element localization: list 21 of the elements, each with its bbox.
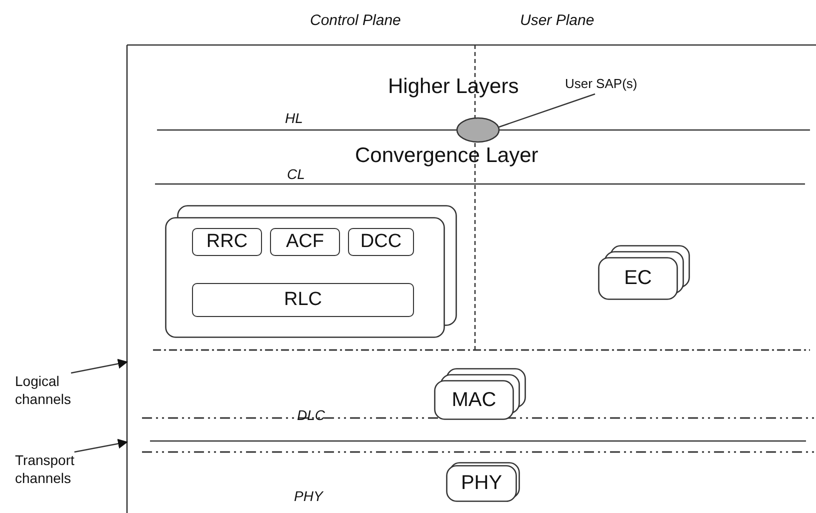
callout-label: User SAP(s) bbox=[565, 76, 647, 94]
plane-heading: Control Plane bbox=[310, 12, 401, 29]
layer-name: Convergence Layer bbox=[355, 144, 538, 168]
channel-label: Transport channels bbox=[15, 451, 74, 487]
function-box: RLC bbox=[192, 283, 414, 317]
layer-name: Higher Layers bbox=[388, 75, 519, 99]
layer-abbreviation: DLC bbox=[297, 407, 326, 423]
entity-box: PHY bbox=[446, 462, 520, 502]
leader-line bbox=[498, 93, 596, 128]
arrow bbox=[74, 438, 128, 453]
function-box: ACF bbox=[270, 228, 340, 256]
plane-heading: User Plane bbox=[520, 12, 594, 29]
entity-stack bbox=[165, 205, 457, 338]
arrow bbox=[70, 358, 128, 374]
function-box: DCC bbox=[348, 228, 414, 256]
layer-abbreviation: CL bbox=[287, 166, 305, 182]
access-point-ellipse bbox=[456, 117, 500, 143]
layer-abbreviation: PHY bbox=[294, 488, 323, 504]
layer-abbreviation: HL bbox=[285, 110, 303, 126]
function-box: RRC bbox=[192, 228, 262, 256]
channel-label: Logical channels bbox=[15, 372, 72, 408]
